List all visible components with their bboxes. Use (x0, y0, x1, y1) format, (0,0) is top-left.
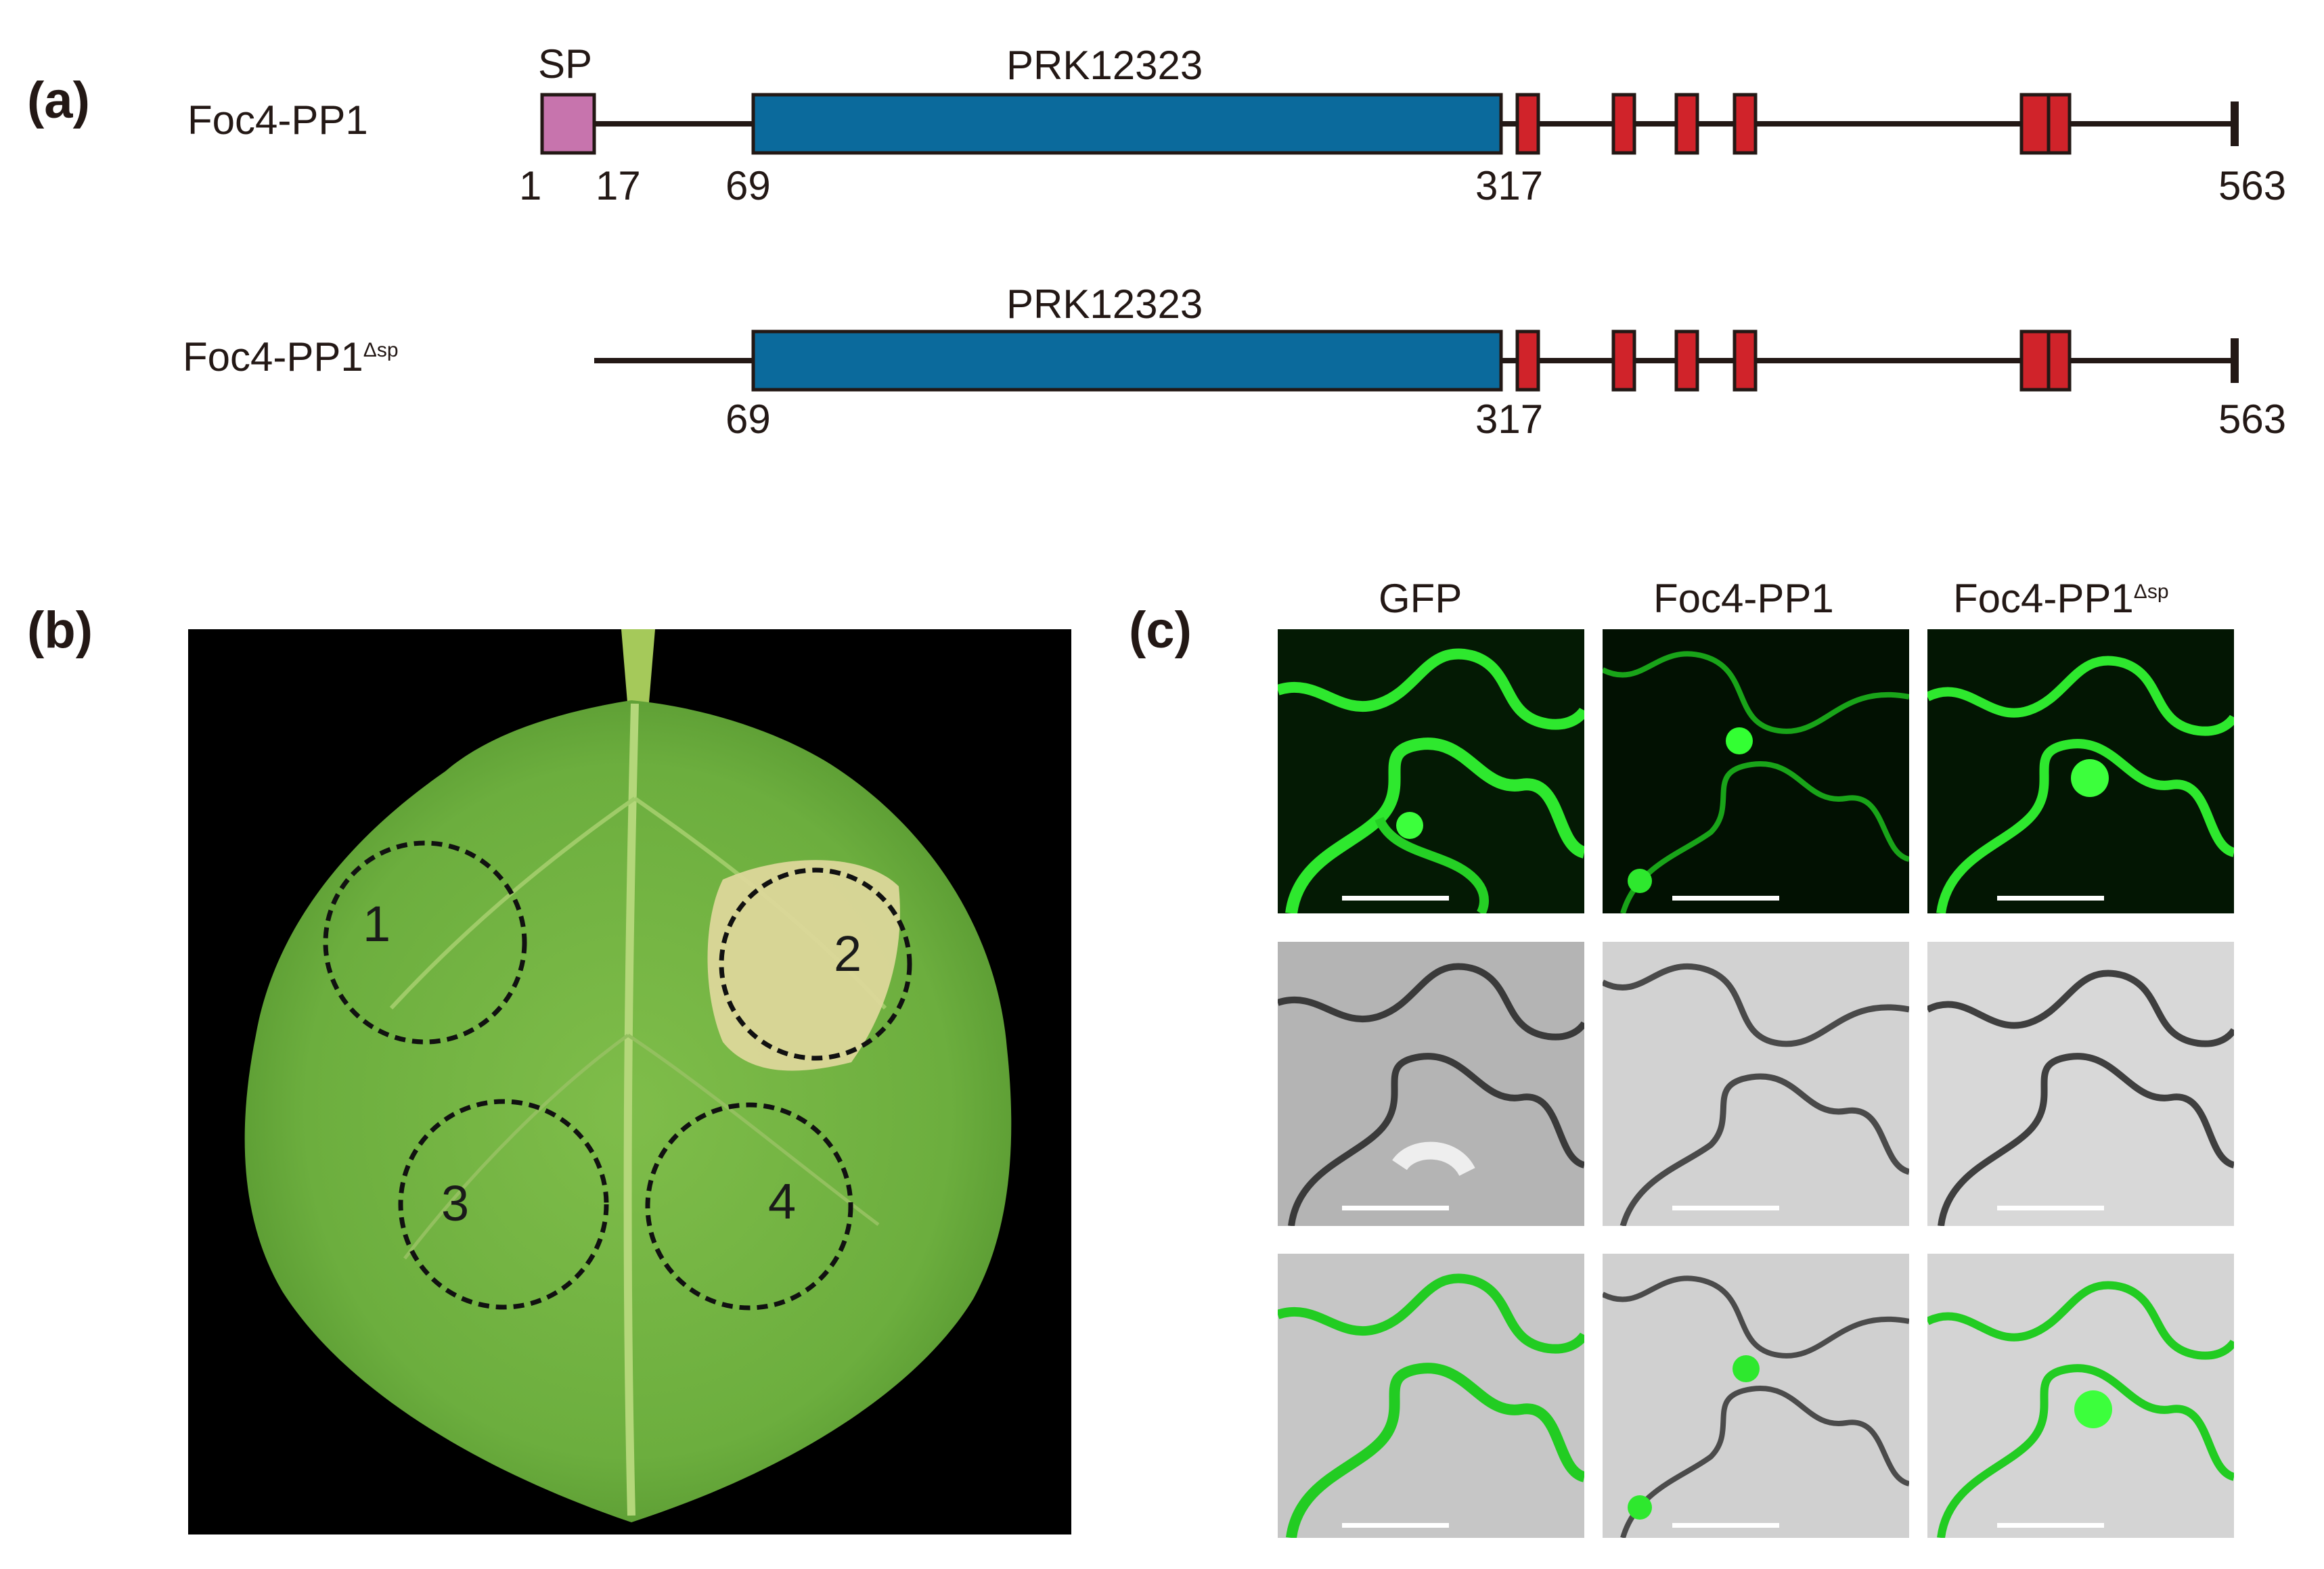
panel-c-label: (c) (1129, 601, 1192, 659)
scale-bar (1672, 1206, 1779, 1210)
infiltration-spot-1 (323, 840, 527, 1045)
protein2-motif (1674, 329, 1699, 392)
micrograph-gfp-fluorescence (1278, 629, 1584, 913)
spot-1-label: 1 (363, 896, 391, 952)
necrotic-lesion (707, 860, 900, 1071)
infiltration-spot-2 (719, 867, 912, 1061)
protein2-name-sup: Δsp (363, 339, 399, 361)
column-header-foc4-pp1-dsp-sup: Δsp (2133, 581, 2169, 603)
protein2-motif (2019, 329, 2051, 392)
protein1-motif (1674, 93, 1699, 155)
spot-2-label: 2 (834, 926, 862, 982)
domain-diagram (540, 93, 2239, 392)
scale-bar (1997, 896, 2104, 901)
signal-peptide-box (540, 93, 596, 155)
column-header-foc4-pp1-dsp: Foc4-PP1Δsp (1953, 575, 2169, 622)
protein1-tick-317: 317 (1475, 163, 1544, 208)
scale-bar (1997, 1206, 2104, 1210)
protein1-motif (1611, 93, 1636, 155)
protein2-motif (2047, 329, 2072, 392)
micrograph-foc4-pp1-fluorescence (1603, 629, 1909, 913)
protein1-motif (1733, 93, 1758, 155)
spot-3-label: 3 (441, 1175, 470, 1231)
micrograph-foc4-pp1-brightfield (1603, 942, 1909, 1226)
micrograph-foc4-pp1-merged (1603, 1254, 1909, 1538)
protein1-tick-69: 69 (725, 163, 771, 208)
panel-a-label: (a) (27, 72, 90, 129)
scale-bar (1342, 1523, 1449, 1528)
sp-label: SP (538, 41, 593, 87)
micrograph-foc4-pp1-dsp-merged (1927, 1254, 2234, 1538)
protein2-prk12323-domain (751, 329, 1503, 392)
protein2-tick-317: 317 (1475, 396, 1544, 442)
protein1-tick-17: 17 (596, 163, 641, 208)
protein1-prk12323-domain (751, 93, 1503, 155)
protein2-tick-69: 69 (725, 396, 771, 442)
protein1-motif (1515, 93, 1540, 155)
panel-b-label: (b) (27, 601, 93, 659)
protein1-name: Foc4-PP1 (187, 97, 368, 143)
protein1-tick-563: 563 (2218, 163, 2287, 208)
scale-bar (1672, 896, 1779, 901)
protein1-domain-label: PRK12323 (1006, 43, 1203, 88)
scale-bar (1672, 1523, 1779, 1528)
micrograph-foc4-pp1-dsp-fluorescence (1927, 629, 2234, 913)
micrograph-gfp-merged (1278, 1254, 1584, 1538)
infiltration-spot-3 (398, 1099, 609, 1310)
protein1-motif (2019, 93, 2051, 155)
column-header-foc4-pp1: Foc4-PP1 (1653, 576, 1834, 621)
protein1-motif (2047, 93, 2072, 155)
infiltration-spot-4 (645, 1102, 853, 1311)
scale-bar (1342, 896, 1449, 901)
scale-bar (1342, 1206, 1449, 1210)
column-header-foc4-pp1-dsp-text: Foc4-PP1 (1953, 576, 2134, 621)
spot-4-label: 4 (768, 1173, 797, 1229)
protein2-motif (1733, 329, 1758, 392)
micrograph-foc4-pp1-dsp-brightfield (1927, 942, 2234, 1226)
micrograph-gfp-brightfield (1278, 942, 1584, 1226)
protein2-motif (1515, 329, 1540, 392)
protein2-domain-label: PRK12323 (1006, 281, 1203, 327)
protein1-tick-1: 1 (519, 163, 542, 208)
protein2-tick-563: 563 (2218, 396, 2287, 442)
protein2-name-text: Foc4-PP1 (183, 334, 363, 380)
leaf-photo: 1 2 3 4 (188, 629, 1071, 1534)
scale-bar (1997, 1523, 2104, 1528)
protein2-motif (1611, 329, 1636, 392)
column-header-gfp: GFP (1379, 576, 1462, 621)
protein2-name: Foc4-PP1Δsp (183, 334, 399, 380)
